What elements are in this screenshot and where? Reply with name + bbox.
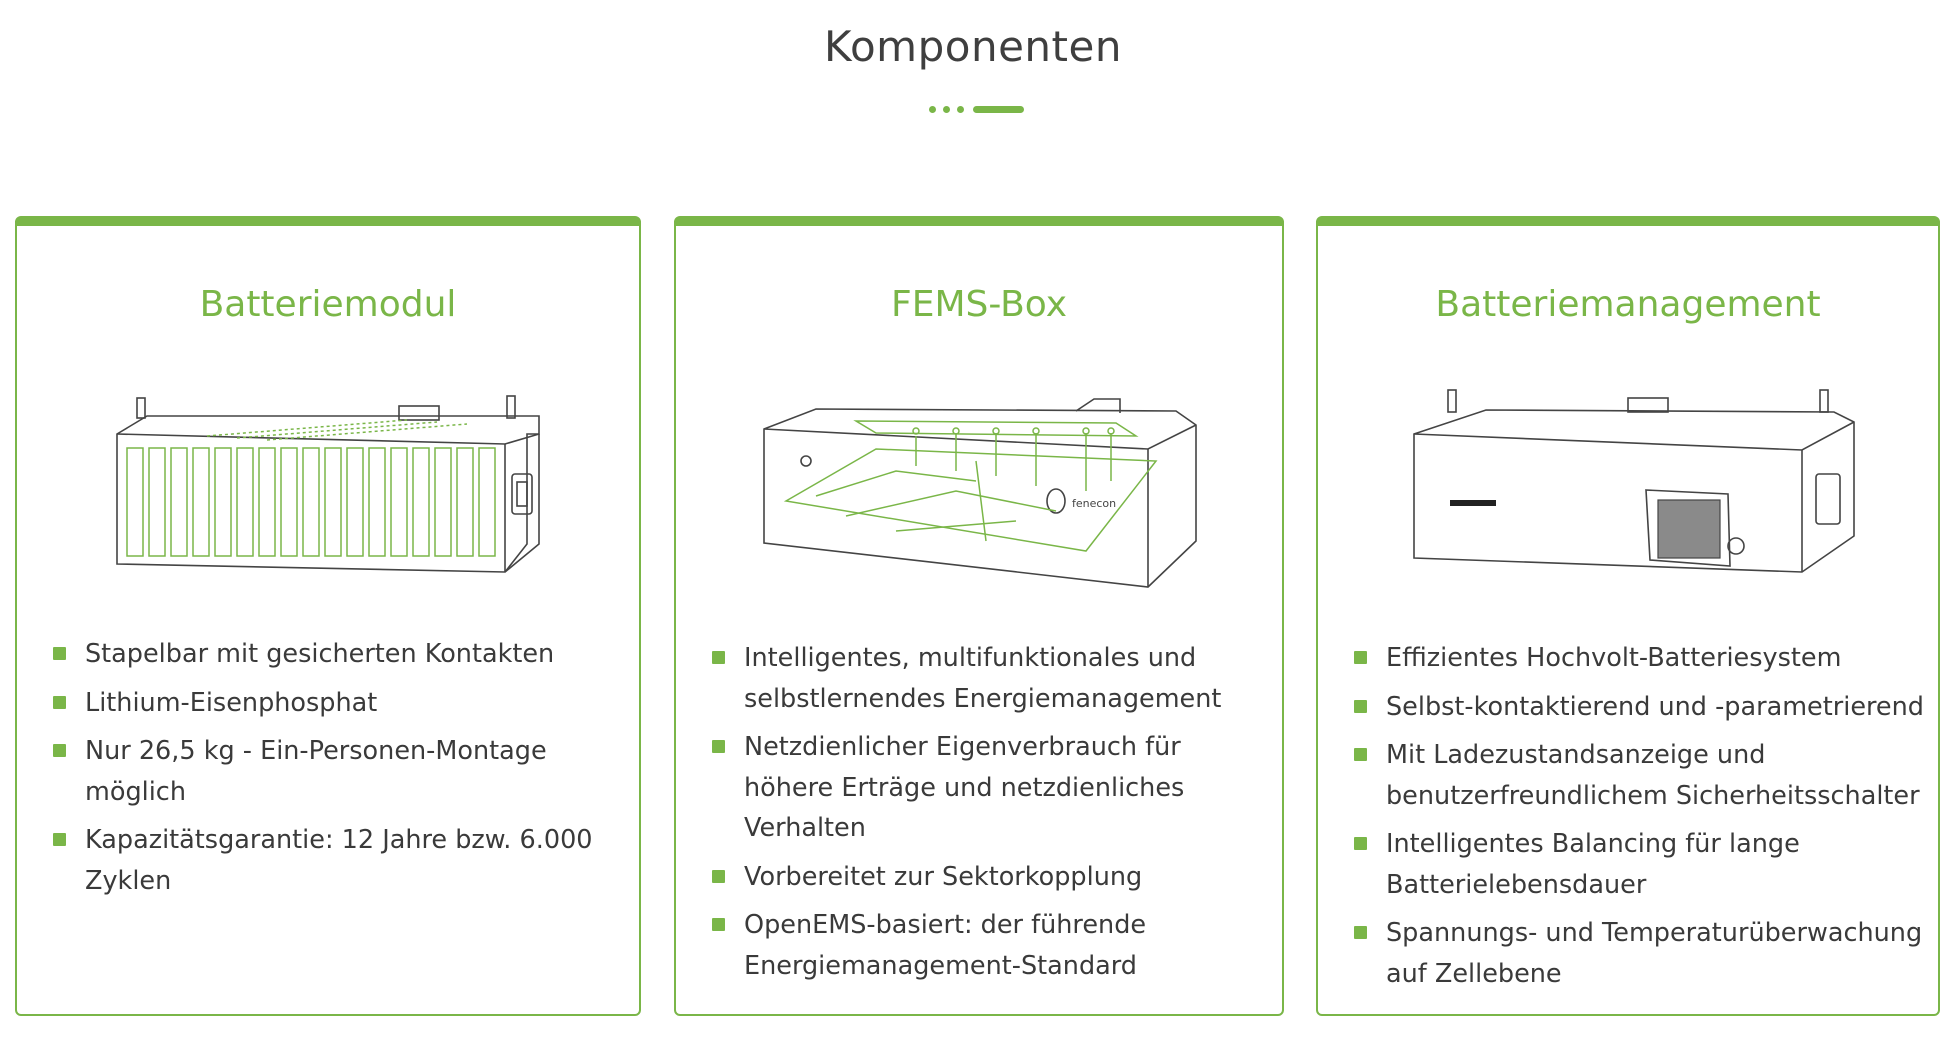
feature-list: Effizientes Hochvolt-Batteriesystem Selb… — [1354, 638, 1934, 1002]
feature-list: Intelligentes, multifunktionales und sel… — [712, 638, 1272, 994]
list-item: Mit Ladezustandsanzeige und benutzerfreu… — [1354, 735, 1934, 816]
card-title: FEMS-Box — [891, 284, 1067, 325]
list-item: Stapelbar mit gesicherten Kontakten — [53, 634, 633, 675]
list-item: Effizientes Hochvolt-Batteriesystem — [1354, 638, 1934, 679]
list-item: Netzdienlicher Eigenverbrauch für höhere… — [712, 727, 1272, 849]
list-item: Intelligentes Balancing für lange Batter… — [1354, 824, 1934, 905]
page-title: Komponenten — [824, 22, 1122, 71]
battery-module-illustration — [116, 395, 540, 573]
list-item: Nur 26,5 kg - Ein-Personen-Montage mögli… — [53, 731, 633, 812]
fems-box-illustration: fenecon — [763, 398, 1197, 588]
feature-list: Stapelbar mit gesicherten Kontakten Lith… — [53, 634, 633, 909]
card-fems-box: FEMS-Box fenecon Intelligentes, multifun… — [674, 216, 1284, 1016]
card-title: Batteriemodul — [199, 284, 457, 325]
list-item: Kapazitätsgarantie: 12 Jahre bzw. 6.000 … — [53, 820, 633, 901]
list-item: Vorbereitet zur Sektorkopplung — [712, 857, 1272, 898]
list-item: OpenEMS-basiert: der führende Energieman… — [712, 905, 1272, 986]
list-item: Spannungs- und Temperaturüberwachung auf… — [1354, 913, 1934, 994]
battery-management-illustration — [1413, 389, 1855, 573]
card-title: Batteriemanagement — [1435, 284, 1821, 325]
fenecon-logo-text: fenecon — [1072, 497, 1116, 510]
card-batteriemanagement: Batteriemanagement Effizientes Hochvolt-… — [1316, 216, 1940, 1016]
title-divider — [925, 105, 1025, 113]
list-item: Lithium-Eisenphosphat — [53, 683, 633, 724]
list-item: Selbst-kontaktierend und -parametrierend — [1354, 687, 1934, 728]
list-item: Intelligentes, multifunktionales und sel… — [712, 638, 1272, 719]
card-batteriemodul: Batteriemodul — [15, 216, 641, 1016]
